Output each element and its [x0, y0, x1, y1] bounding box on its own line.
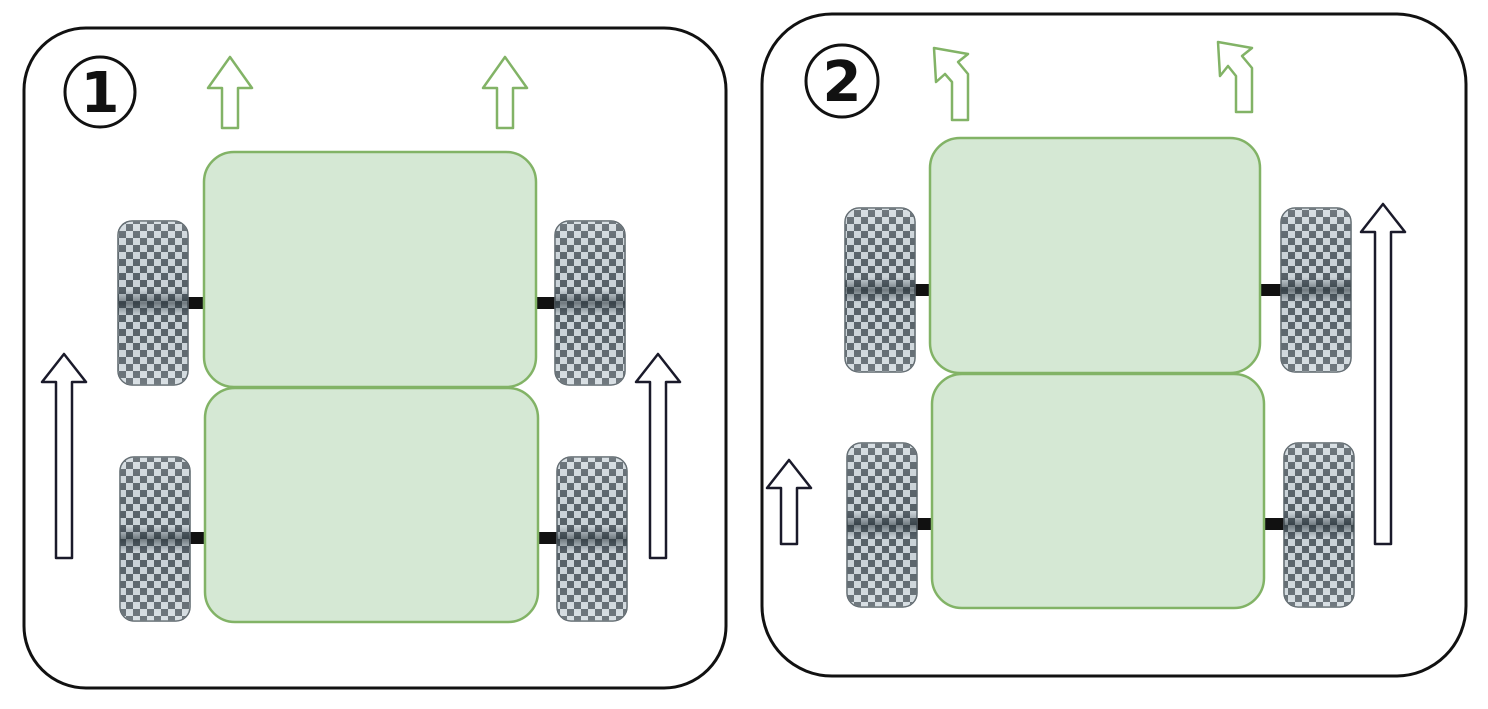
turn-left-arrow-icon [932, 46, 970, 122]
equal-length-arrow-icon [634, 352, 682, 560]
panel-1-number: 1 [81, 61, 120, 126]
tire [556, 456, 628, 622]
tire [1280, 207, 1352, 373]
axle [536, 532, 558, 544]
axle [186, 297, 206, 309]
panel-1: 1 [22, 26, 728, 690]
robot-body-rear [930, 372, 1266, 610]
tire [846, 442, 918, 608]
robot-body-front [202, 150, 538, 389]
panel-1-number-badge: 1 [63, 55, 137, 129]
axle [188, 532, 208, 544]
panel-2-number: 2 [823, 50, 862, 115]
tire [1283, 442, 1355, 608]
short-arrow-icon [765, 458, 813, 546]
straight-arrow-icon [481, 55, 529, 130]
long-arrow-icon [1359, 202, 1407, 546]
axle [1262, 518, 1286, 530]
axle [1258, 284, 1282, 296]
axle [912, 284, 932, 296]
panel-2-number-badge: 2 [804, 43, 880, 119]
robot-body-rear [203, 386, 540, 624]
tire [844, 207, 916, 373]
tire [119, 456, 191, 622]
robot-body-front [928, 136, 1262, 375]
panel-2: 2 [760, 12, 1468, 678]
axle [914, 518, 934, 530]
axle [534, 297, 556, 309]
equal-length-arrow-icon [40, 352, 88, 560]
straight-arrow-icon [206, 55, 254, 130]
turn-left-arrow-icon [1216, 40, 1254, 114]
tire [554, 220, 626, 386]
tire [117, 220, 189, 386]
